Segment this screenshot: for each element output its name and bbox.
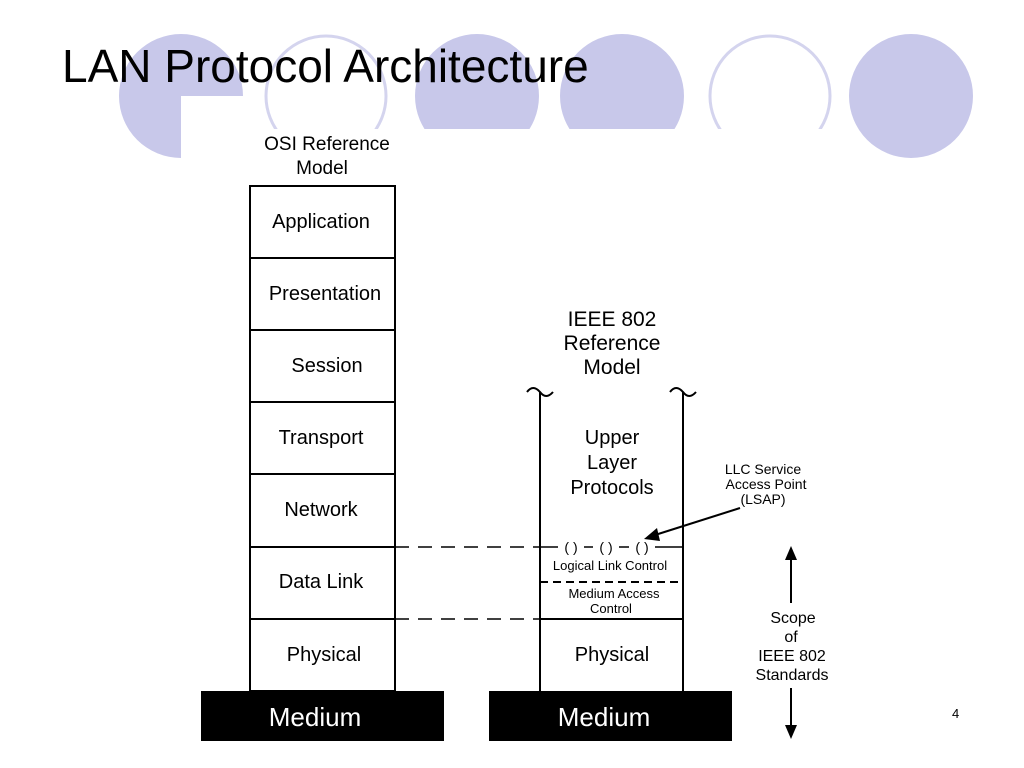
ieee-physical-label: Physical [575, 644, 649, 666]
mac-label-line1: Medium Access [568, 586, 660, 601]
llc-label: Logical Link Control [553, 558, 667, 573]
scope-label-line3: IEEE 802 [758, 648, 826, 665]
ieee-medium-label: Medium [558, 702, 650, 732]
lsap-callout-arrowhead [644, 528, 660, 541]
sap-glyph-3: ( ) [635, 539, 648, 555]
mac-label-line2: Control [590, 601, 632, 616]
sap-glyph-bg [629, 538, 655, 556]
osi-heading-line2: Model [296, 158, 348, 179]
sap-glyph-bg [593, 538, 619, 556]
osi-medium-bar [201, 691, 444, 741]
lsap-callout-arrow-line [654, 507, 741, 536]
osi-layer-physical: Physical [287, 644, 361, 666]
sap-glyph-2: ( ) [599, 539, 612, 555]
osi-layer-application: Application [272, 211, 370, 233]
decor-circle-2 [415, 34, 539, 129]
upper-layer-line2: Layer [587, 452, 637, 474]
scope-label-line2: of [784, 629, 798, 646]
osi-layer-session: Session [291, 355, 362, 377]
decor-circle-group [119, 34, 973, 166]
ieee-heading-line1: IEEE 802 [568, 308, 657, 331]
sap-glyph-bg [558, 538, 584, 556]
osi-layer-presentation: Presentation [269, 283, 381, 305]
scope-label-line1: Scope [770, 610, 815, 627]
lsap-callout-line2: Access Point [726, 476, 807, 492]
scope-arrowhead-up [785, 546, 797, 560]
ieee-stack: Upper Layer Protocols ( ) ( ) ( ) Logica… [526, 387, 697, 691]
decor-ring-2 [708, 34, 832, 129]
decor-circle-1-mask [181, 96, 251, 166]
upper-layer-line3: Protocols [570, 477, 653, 499]
osi-layer-network: Network [284, 499, 358, 521]
decor-circle-4 [849, 34, 973, 158]
scope-arrowhead-down [785, 725, 797, 739]
lsap-callout-line3: (LSAP) [740, 491, 785, 507]
slide-title: LAN Protocol Architecture [62, 40, 589, 92]
sap-glyph-1: ( ) [564, 539, 577, 555]
osi-medium-label: Medium [269, 702, 361, 732]
ieee-heading-line3: Model [583, 356, 640, 379]
osi-layer-transport: Transport [279, 427, 364, 449]
osi-layer-data-link: Data Link [279, 571, 364, 593]
page-number: 4 [952, 706, 960, 721]
lsap-callout-line1: LLC Service [725, 461, 801, 477]
osi-stack: Application Presentation Session Transpo… [249, 185, 396, 692]
osi-stack-frame [249, 185, 396, 692]
decor-ring-1 [264, 34, 388, 129]
upper-layer-line1: Upper [585, 427, 640, 449]
osi-heading-line1: OSI Reference [264, 134, 390, 155]
ieee-medium-bar [489, 691, 732, 741]
decor-circle-3 [560, 34, 684, 129]
scope-label-line4: Standards [756, 667, 829, 684]
ieee-heading-line2: Reference [564, 332, 661, 355]
